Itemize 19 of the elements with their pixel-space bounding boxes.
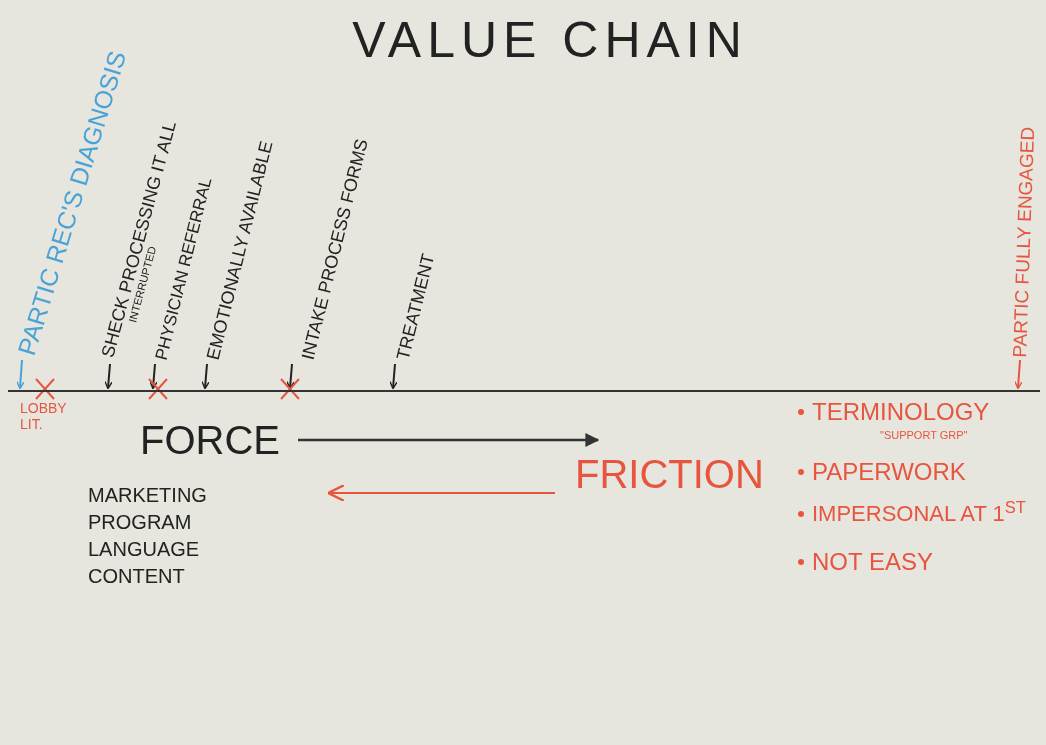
arrow <box>201 363 210 390</box>
arrow <box>149 363 158 390</box>
arrow <box>16 359 25 390</box>
list-item: TERMINOLOGY <box>812 398 990 426</box>
marker-label: LOBBY LIT. <box>20 400 68 432</box>
arrow <box>389 363 398 390</box>
list-item: PAPERWORK <box>812 458 966 486</box>
heading-label: FRICTION <box>575 452 764 496</box>
list-text: MARKETING PROGRAM LANGUAGE CONTENT <box>88 483 208 589</box>
list-item: IMPERSONAL AT 1$^{ST}$ <box>812 500 1026 528</box>
arrow <box>104 363 113 390</box>
rotated-label: PARTIC FULLY ENGAGED <box>1010 126 1039 358</box>
note-text: "SUPPORT GRP" <box>880 428 968 442</box>
arrow <box>286 363 295 390</box>
heading-label: FORCE <box>140 418 280 462</box>
list-item: NOT EASY <box>812 548 933 576</box>
timeline-line <box>8 390 1040 392</box>
arrow <box>1014 359 1023 390</box>
title: VALUE CHAIN <box>351 11 749 70</box>
